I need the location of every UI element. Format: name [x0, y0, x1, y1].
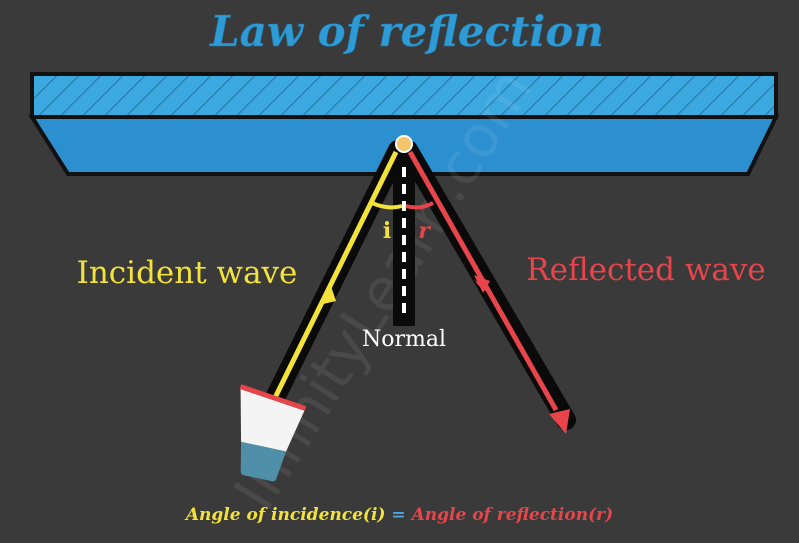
angle-r-label: r — [418, 218, 431, 244]
mirror-block — [28, 72, 780, 176]
formula-left: Angle of incidence(i) — [185, 505, 386, 525]
reflected-ray — [398, 140, 576, 434]
reflection-angle-arc — [405, 201, 434, 210]
reflected-arrow-head-icon — [549, 409, 570, 434]
angle-i-label: i — [383, 218, 391, 244]
incident-arrow-icon — [319, 283, 336, 305]
incidence-angle-arc — [371, 201, 403, 210]
reflected-wave-label: Reflected wave — [526, 252, 765, 288]
normal-label: Normal — [362, 327, 446, 352]
formula-caption: Angle of incidence(i) = Angle of reflect… — [0, 505, 799, 525]
formula-right: Angle of reflection(r) — [411, 505, 614, 525]
formula-equals: = — [391, 505, 406, 525]
point-of-incidence — [395, 135, 413, 153]
torch-icon — [239, 384, 307, 482]
incident-wave-label: Incident wave — [77, 255, 298, 291]
page-title: Law of reflection — [209, 7, 604, 56]
normal-line — [393, 146, 415, 326]
mirror-top-surface — [30, 72, 778, 119]
incident-ray — [258, 140, 408, 422]
